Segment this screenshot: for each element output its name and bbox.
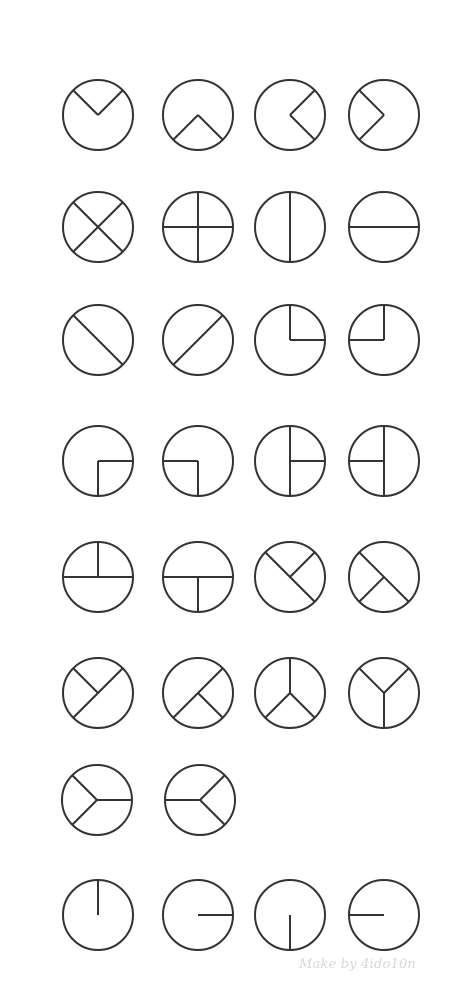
circle-x-icon	[62, 191, 134, 263]
icon-stroke	[172, 314, 224, 366]
icon-circle-outline	[348, 79, 420, 151]
circle-quarter-bottom-right-icon	[62, 425, 134, 497]
maker-credit: Make by 4ido10n	[298, 957, 416, 972]
icon-stroke	[71, 799, 98, 826]
circle-quarter-top-left-icon	[348, 304, 420, 376]
icon-stroke	[358, 576, 385, 603]
icon-circle-outline	[62, 79, 134, 151]
circle-backslash-top-branch-icon	[254, 541, 326, 613]
icon-circle-outline	[348, 541, 420, 613]
circle-vertical-split-left-divider-icon	[348, 425, 420, 497]
icon-stroke	[72, 89, 99, 116]
circle-arrow-right-split-icon	[61, 764, 133, 836]
icon-stroke	[172, 114, 199, 141]
icon-circle-outline	[62, 657, 134, 729]
circle-y-icon	[348, 657, 420, 729]
icon-stroke	[358, 114, 385, 141]
icon-stroke	[358, 667, 385, 694]
circle-radius-right-icon	[162, 879, 234, 951]
icon-stroke	[97, 89, 124, 116]
circle-horizontal-split-top-divider-icon	[62, 541, 134, 613]
icon-circle-outline	[162, 304, 234, 376]
icon-stroke	[199, 774, 226, 801]
circle-slash-bottom-branch-icon	[162, 657, 234, 729]
icon-circle-outline	[254, 79, 326, 151]
circle-plus-icon	[162, 191, 234, 263]
icon-stroke	[383, 667, 410, 694]
circle-vertical-split-right-divider-icon	[254, 425, 326, 497]
circle-v-top-icon	[62, 79, 134, 151]
icon-stroke	[197, 114, 224, 141]
icon-stroke	[289, 551, 316, 578]
circle-caret-up-icon	[162, 79, 234, 151]
icon-stroke	[72, 314, 124, 366]
icon-circle-outline	[162, 79, 234, 151]
icon-stroke	[72, 667, 99, 694]
icon-stroke	[264, 692, 291, 719]
circle-backslash-icon	[62, 304, 134, 376]
icon-circle-outline	[254, 541, 326, 613]
circle-quarter-top-right-icon	[254, 304, 326, 376]
icon-stroke	[289, 89, 316, 116]
icon-stroke	[71, 774, 98, 801]
icon-circle-outline	[162, 657, 234, 729]
circle-arrow-left-split-icon	[164, 764, 236, 836]
circle-vertical-split-icon	[254, 191, 326, 263]
circle-radius-down-icon	[254, 879, 326, 951]
circle-quarter-bottom-left-icon	[162, 425, 234, 497]
circle-horizontal-split-bottom-divider-icon	[162, 541, 234, 613]
icon-circle-outline	[62, 191, 134, 263]
circle-chevron-left-icon	[254, 79, 326, 151]
icon-stroke	[289, 114, 316, 141]
icon-circle-outline	[62, 304, 134, 376]
icon-stroke	[72, 201, 124, 253]
icon-stroke	[358, 89, 385, 116]
circle-backslash-bottom-branch-icon	[348, 541, 420, 613]
circle-slash-icon	[162, 304, 234, 376]
circle-peace-icon	[254, 657, 326, 729]
icon-stroke	[197, 692, 224, 719]
icon-stroke	[199, 799, 226, 826]
circle-horizontal-split-icon	[348, 191, 420, 263]
circle-chevron-right-icon	[348, 79, 420, 151]
circle-slash-top-branch-icon	[62, 657, 134, 729]
icon-stroke	[289, 692, 316, 719]
circle-radius-left-icon	[348, 879, 420, 951]
circle-radius-up-icon	[62, 879, 134, 951]
